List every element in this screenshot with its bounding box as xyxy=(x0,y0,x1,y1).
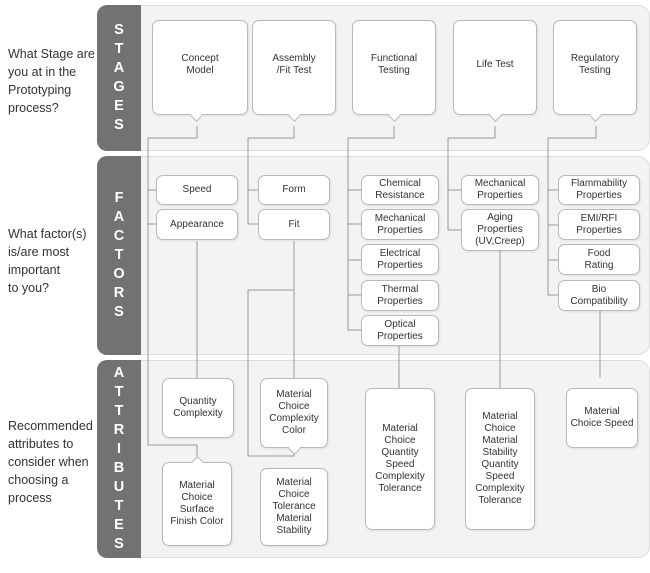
factors-band-label: F A C T O R S xyxy=(97,156,141,355)
stage-assembly-fit-test: Assembly /Fit Test xyxy=(252,20,336,115)
attribute-life: Material Choice Material Stability Quant… xyxy=(465,388,535,530)
question-attributes: Recommended attributes to consider when … xyxy=(8,419,93,505)
attribute-functional: Material Choice Quantity Speed Complexit… xyxy=(365,388,435,530)
factor-emi-rfi-properties: EMI/RFI Properties xyxy=(558,209,640,240)
stages-band-label: S T A G E S xyxy=(97,5,141,151)
attribute-assembly-tolerance: Material Choice Tolerance Material Stabi… xyxy=(260,468,328,546)
attribute-regulatory: Material Choice Speed xyxy=(566,388,638,448)
factor-optical-properties: Optical Properties xyxy=(361,315,439,346)
factor-fit: Fit xyxy=(258,209,330,240)
factor-flammability-properties: Flammability Properties xyxy=(558,175,640,205)
factor-aging-properties: Aging Properties (UV,Creep) xyxy=(461,209,539,251)
factor-life-mechanical-properties: Mechanical Properties xyxy=(461,175,539,205)
stage-life-test: Life Test xyxy=(453,20,537,115)
factor-form: Form xyxy=(258,175,330,205)
factor-bio-compatibility: Bio Compatibility xyxy=(558,280,640,311)
factor-thermal-properties: Thermal Properties xyxy=(361,280,439,311)
attribute-assembly-material: Material Choice Complexity Color xyxy=(260,378,328,448)
stage-functional-testing: Functional Testing xyxy=(352,20,436,115)
factor-mechanical-properties: Mechanical Properties xyxy=(361,209,439,240)
attributes-band-label: A T T R I B U T E S xyxy=(97,360,141,558)
question-factors: What factor(s) is/are most important to … xyxy=(8,227,87,295)
factor-chemical-resistance: Chemical Resistance xyxy=(361,175,439,205)
factor-appearance: Appearance xyxy=(156,209,238,240)
attribute-concept-quantity: Quantity Complexity xyxy=(162,378,234,438)
factor-speed: Speed xyxy=(156,175,238,205)
factor-food-rating: Food Rating xyxy=(558,244,640,275)
stage-concept-model: Concept Model xyxy=(152,20,248,115)
factor-electrical-properties: Electrical Properties xyxy=(361,244,439,275)
attribute-concept-material: Material Choice Surface Finish Color xyxy=(162,462,232,546)
question-stage: What Stage are you at in the Prototyping… xyxy=(8,47,95,115)
stage-regulatory-testing: Regulatory Testing xyxy=(553,20,637,115)
